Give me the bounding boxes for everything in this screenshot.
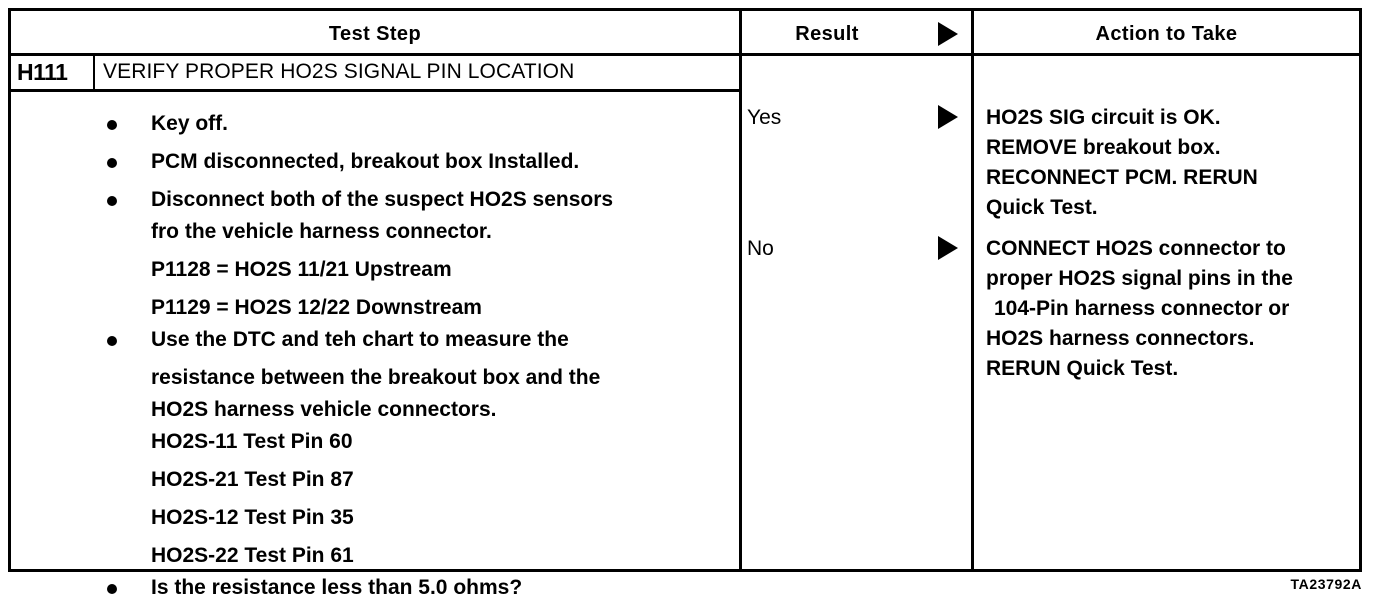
step-line-text: P1128 = HO2S 11/21 Upstream bbox=[151, 258, 452, 281]
action-line: CONNECT HO2S connector to bbox=[986, 237, 1286, 260]
step-id-row: H111 VERIFY PROPER HO2S SIGNAL PIN LOCAT… bbox=[11, 53, 739, 92]
right-triangle-icon-yes bbox=[938, 105, 958, 129]
test-step-body: Key off. PCM disconnected, breakout box I… bbox=[11, 95, 739, 599]
action-line: Quick Test. bbox=[986, 196, 1098, 219]
action-line: HO2S harness connectors. bbox=[986, 327, 1255, 350]
step-line-text: HO2S harness vehicle connectors. bbox=[151, 398, 497, 421]
step-id-bottom-rule bbox=[11, 89, 739, 92]
step-line-text: fro the vehicle harness connector. bbox=[151, 220, 492, 243]
action-line: REMOVE breakout box. bbox=[986, 136, 1221, 159]
column-divider-action bbox=[971, 11, 974, 572]
bullet-icon bbox=[107, 196, 117, 206]
step-line-text: Key off. bbox=[151, 112, 229, 135]
bullet-icon bbox=[107, 120, 117, 130]
figure-code: TA23792A bbox=[1290, 576, 1362, 592]
right-triangle-icon-no bbox=[938, 236, 958, 260]
step-line-text: Use the DTC and teh chart to measure the bbox=[151, 328, 569, 351]
step-id: H111 bbox=[17, 59, 68, 85]
header-rule bbox=[11, 53, 1359, 56]
action-line: RERUN Quick Test. bbox=[986, 357, 1179, 380]
step-line-text: Is the resistance less than 5.0 ohms? bbox=[151, 576, 523, 599]
step-id-divider bbox=[93, 53, 95, 89]
step-line-text: HO2S-22 Test Pin 61 bbox=[151, 544, 354, 567]
bullet-icon bbox=[107, 584, 117, 594]
bullet-icon bbox=[107, 158, 117, 168]
step-line-text: P1129 = HO2S 12/22 Downstream bbox=[151, 296, 482, 319]
column-header-test-step: Test Step bbox=[328, 23, 422, 45]
column-divider-result bbox=[739, 11, 742, 572]
result-yes: Yes bbox=[747, 106, 782, 129]
diagnostic-table: Test Step Result Action to Take H111 VER… bbox=[8, 8, 1362, 599]
bullet-icon bbox=[107, 336, 117, 346]
step-line-text: Disconnect both of the suspect HO2S sens… bbox=[151, 188, 614, 211]
step-line-text: PCM disconnected, breakout box Installed… bbox=[151, 150, 580, 173]
action-line: 104-Pin harness connector or bbox=[994, 297, 1290, 320]
column-header-result: Result bbox=[795, 23, 859, 45]
right-triangle-icon bbox=[938, 22, 958, 46]
action-line: proper HO2S signal pins in the bbox=[986, 267, 1293, 290]
step-line-text: resistance between the breakout box and … bbox=[151, 366, 601, 389]
step-line-text: HO2S-21 Test Pin 87 bbox=[151, 468, 354, 491]
step-title: VERIFY PROPER HO2S SIGNAL PIN LOCATION bbox=[103, 60, 575, 83]
column-header-action: Action to Take bbox=[1095, 23, 1238, 45]
step-line-text: HO2S-12 Test Pin 35 bbox=[151, 506, 354, 529]
action-line: HO2S SIG circuit is OK. bbox=[986, 106, 1221, 129]
step-line-text: HO2S-11 Test Pin 60 bbox=[151, 430, 353, 453]
action-line: RECONNECT PCM. RERUN bbox=[986, 166, 1258, 189]
result-no: No bbox=[747, 237, 774, 260]
